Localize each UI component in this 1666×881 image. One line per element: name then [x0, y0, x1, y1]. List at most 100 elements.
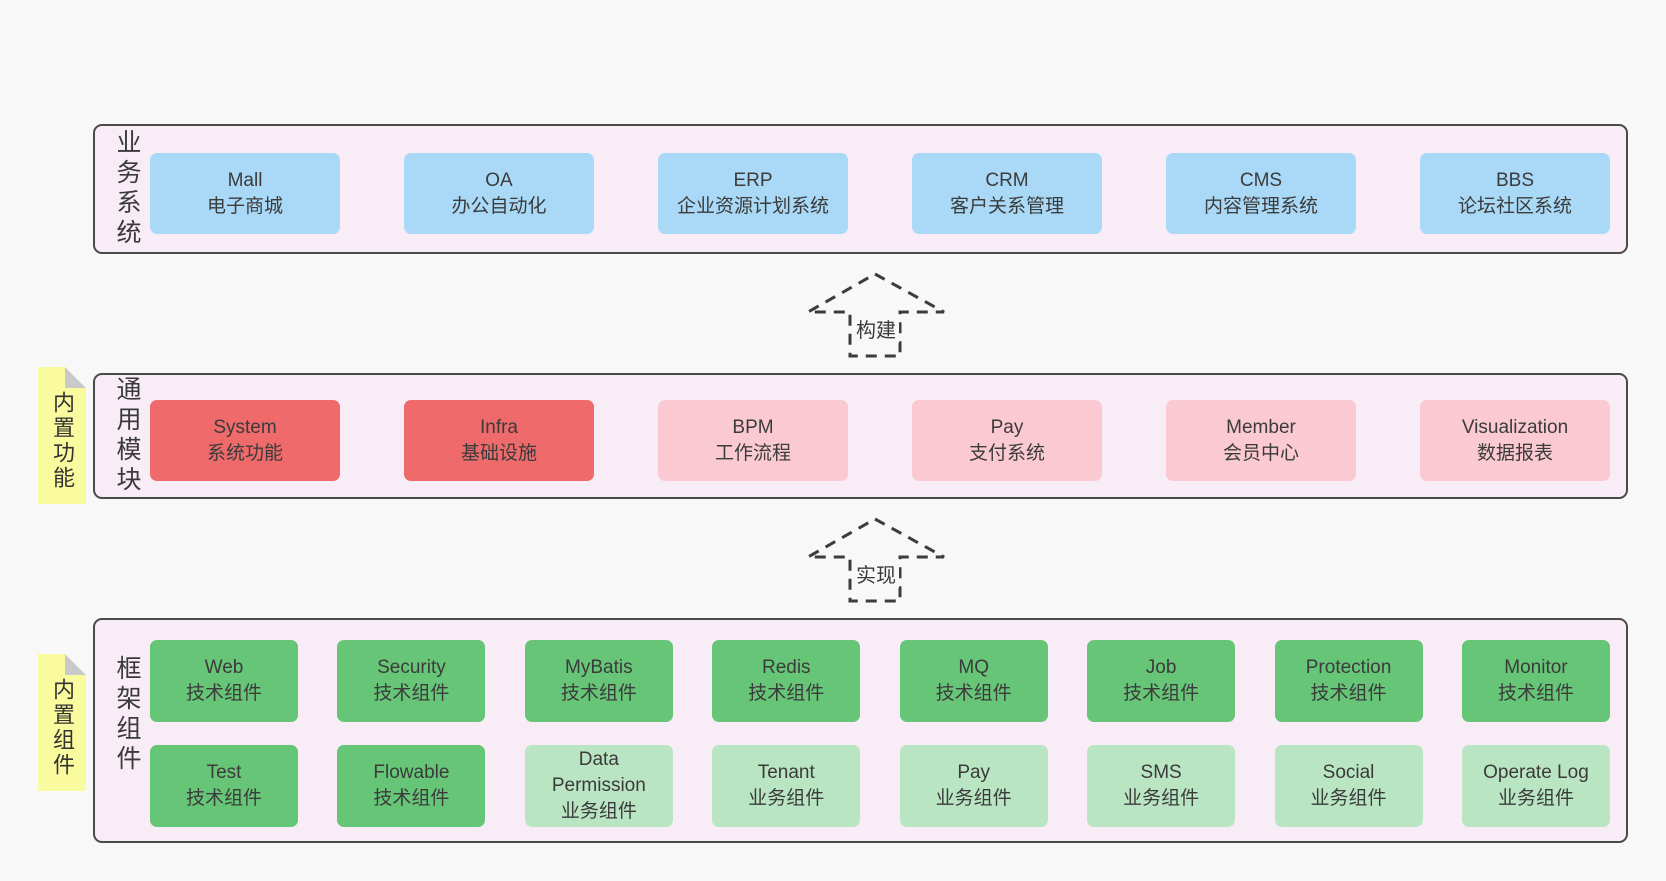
box-flowable: Flowable 技术组件 — [337, 745, 486, 827]
box-redis: Redis 技术组件 — [712, 640, 861, 722]
box-desc: 技术组件 — [1310, 683, 1387, 704]
box-name: Security — [377, 657, 446, 678]
box-name: Monitor — [1504, 657, 1568, 678]
box-desc: 技术组件 — [185, 683, 262, 704]
box-test: Test 技术组件 — [150, 745, 298, 827]
box-desc: 业务组件 — [1310, 788, 1387, 809]
modules-boxes-row: System 系统功能 Infra 基础设施 BPM 工作流程 Pay 支付系统… — [150, 400, 1610, 481]
box-monitor: Monitor 技术组件 — [1461, 640, 1610, 722]
box-name: Member — [1226, 416, 1296, 438]
box-name: SMS — [1140, 762, 1182, 783]
note-text: 内置组件 — [50, 677, 75, 778]
implement-arrow-label: 实现 — [853, 559, 899, 588]
box-tenant: Tenant 业务组件 — [712, 745, 861, 827]
box-cms: CMS 内容管理系统 — [1166, 153, 1356, 234]
box-web: Web 技术组件 — [150, 640, 298, 722]
box-name: BBS — [1495, 169, 1535, 191]
box-desc: 业务组件 — [1123, 788, 1200, 809]
box-desc: 技术组件 — [185, 788, 262, 809]
box-name: Protection — [1305, 657, 1392, 678]
box-visualization: Visualization 数据报表 — [1420, 400, 1610, 481]
box-desc: 技术组件 — [560, 683, 637, 704]
components-layer-label: 框架组件 — [113, 655, 141, 776]
box-desc: 系统功能 — [206, 442, 283, 464]
box-infra: Infra 基础设施 — [404, 400, 594, 481]
box-name: Visualization — [1461, 416, 1569, 438]
components-row-2: Test 技术组件 Flowable 技术组件 Data Permission … — [150, 745, 1610, 827]
box-name: CMS — [1239, 169, 1283, 191]
box-desc: 业务组件 — [935, 788, 1012, 809]
modules-layer-label: 通用模块 — [113, 376, 141, 496]
box-desc: 技术组件 — [373, 683, 450, 704]
box-name: Operate Log — [1483, 762, 1589, 783]
box-name: Social — [1322, 762, 1375, 783]
box-protection: Protection 技术组件 — [1274, 640, 1423, 722]
box-name: MyBatis — [565, 657, 633, 678]
box-crm: CRM 客户关系管理 — [912, 153, 1102, 234]
business-systems-layer: 业务系统 Mall 电子商城 OA 办公自动化 ERP 企业资源计划系统 CRM… — [93, 124, 1628, 254]
box-name: System — [213, 416, 277, 438]
box-name: ERP — [733, 169, 773, 191]
note-fold-cut — [65, 654, 86, 675]
box-oa: OA 办公自动化 — [404, 153, 594, 234]
box-name: Infra — [479, 416, 519, 438]
box-desc: 技术组件 — [1123, 683, 1200, 704]
up-arrow-icon — [806, 517, 945, 603]
box-sms: SMS 业务组件 — [1087, 745, 1236, 827]
up-arrow-icon — [806, 272, 945, 358]
box-desc: 办公自动化 — [451, 195, 547, 217]
box-desc: 企业资源计划系统 — [676, 195, 829, 217]
box-name: Job — [1145, 657, 1177, 678]
box-name: Web — [204, 657, 244, 678]
common-modules-layer: 通用模块 System 系统功能 Infra 基础设施 BPM 工作流程 Pay… — [93, 373, 1628, 499]
box-name: Data Permission — [551, 749, 646, 796]
box-operate-log: Operate Log 业务组件 — [1461, 745, 1610, 827]
box-name: Pay — [990, 416, 1024, 438]
box-mybatis: MyBatis 技术组件 — [524, 640, 673, 722]
implement-arrow: 实现 — [806, 516, 946, 604]
build-arrow-label: 构建 — [853, 314, 899, 343]
box-name: Test — [206, 762, 242, 783]
box-desc: 技术组件 — [373, 788, 450, 809]
box-bbs: BBS 论坛社区系统 — [1420, 153, 1610, 234]
business-boxes-row: Mall 电子商城 OA 办公自动化 ERP 企业资源计划系统 CRM 客户关系… — [150, 153, 1610, 234]
box-name: Redis — [761, 657, 811, 678]
box-name: Tenant — [757, 762, 815, 783]
box-social: Social 业务组件 — [1274, 745, 1423, 827]
box-job: Job 技术组件 — [1087, 640, 1236, 722]
box-name: BPM — [732, 416, 774, 438]
build-arrow: 构建 — [806, 271, 946, 359]
built-in-functions-note: 内置功能 — [38, 367, 86, 504]
box-name: Flowable — [373, 762, 450, 783]
box-desc: 电子商城 — [206, 195, 283, 217]
box-name: OA — [485, 169, 513, 191]
box-name: Pay — [957, 762, 991, 783]
note-fold-cut — [65, 367, 86, 388]
box-desc: 业务组件 — [1497, 788, 1574, 809]
box-desc: 技术组件 — [1497, 683, 1574, 704]
box-data-permission: Data Permission 业务组件 — [524, 745, 673, 827]
box-desc: 内容管理系统 — [1203, 195, 1318, 217]
box-member: Member 会员中心 — [1166, 400, 1356, 481]
box-erp: ERP 企业资源计划系统 — [658, 153, 848, 234]
box-desc: 论坛社区系统 — [1457, 195, 1572, 217]
business-layer-label: 业务系统 — [113, 129, 141, 249]
box-desc: 客户关系管理 — [949, 195, 1064, 217]
box-desc: 工作流程 — [714, 442, 791, 464]
box-name: CRM — [985, 169, 1029, 191]
box-security: Security 技术组件 — [337, 640, 486, 722]
box-system: System 系统功能 — [150, 400, 340, 481]
box-desc: 业务组件 — [748, 788, 825, 809]
components-row-1: Web 技术组件 Security 技术组件 MyBatis 技术组件 Redi… — [150, 640, 1610, 722]
box-desc: 支付系统 — [968, 442, 1045, 464]
box-pay-module: Pay 支付系统 — [912, 400, 1102, 481]
box-desc: 业务组件 — [560, 801, 637, 822]
box-name: MQ — [958, 657, 989, 678]
box-mq: MQ 技术组件 — [899, 640, 1048, 722]
box-desc: 技术组件 — [748, 683, 825, 704]
box-mall: Mall 电子商城 — [150, 153, 340, 234]
box-desc: 数据报表 — [1476, 442, 1553, 464]
box-desc: 会员中心 — [1222, 442, 1299, 464]
box-desc: 基础设施 — [460, 442, 537, 464]
box-name: Mall — [227, 169, 263, 191]
